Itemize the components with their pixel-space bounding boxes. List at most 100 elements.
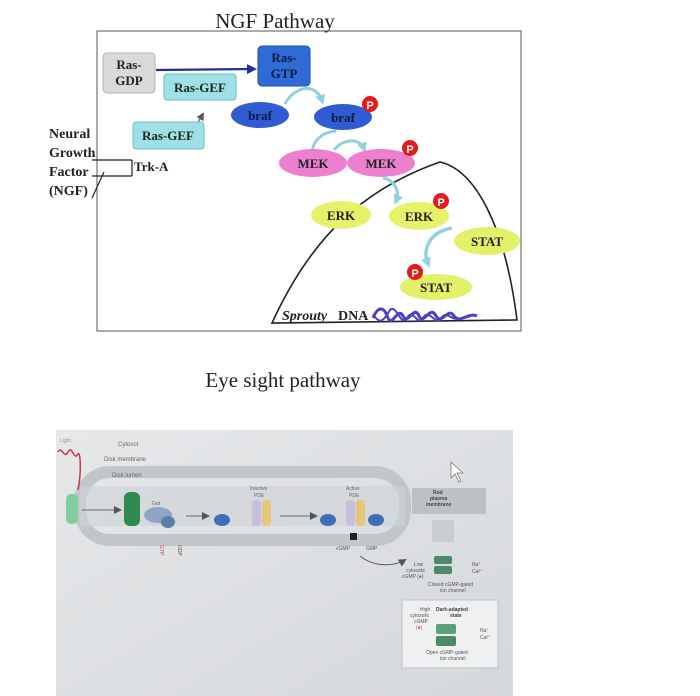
active-pde-icon-1 — [346, 500, 355, 526]
gat-gtp-icon — [214, 514, 230, 526]
braf-phospho-badge: P — [366, 100, 373, 112]
ras-gtp-node: Ras- GTP — [257, 45, 311, 87]
mek-p-node: MEK P — [347, 140, 418, 177]
cgmp-label: cGMP — [336, 546, 351, 552]
ras-gdp-line-2: GDP — [115, 73, 143, 88]
dna-helix-strand-2 — [372, 307, 459, 322]
inactive-pde-line-2: PDE — [254, 493, 265, 499]
gat-label: Gαt — [152, 501, 161, 507]
cytosol-label: Cytosol — [118, 442, 138, 448]
braf-p-node: braf P — [314, 96, 378, 130]
mek-to-erk-arrow — [382, 176, 404, 205]
gtp-label: GTP — [158, 545, 164, 556]
mek-label: MEK — [297, 156, 329, 171]
open-channel-line-2: ion channel — [440, 656, 466, 662]
eye-pathway-photo: Cytosol Disk membrane Disk lumen Light G… — [56, 430, 513, 696]
cgmp-marker-icon — [350, 533, 357, 540]
na-label-2: Na⁺ — [480, 628, 489, 634]
rod-membrane-band — [412, 488, 486, 514]
active-pde-icon-2 — [356, 500, 365, 526]
ca-label-2: Ca²⁺ — [480, 635, 491, 641]
open-channel-line-1: Open cGMP-gated — [426, 650, 468, 656]
braf-p-label: braf — [331, 110, 356, 125]
stat-p-label: STAT — [420, 280, 452, 295]
sprouty-dna: Sprouty DNA — [282, 307, 478, 324]
ras-activation-arrow — [155, 64, 257, 75]
eye-title: Eye sight pathway — [205, 368, 361, 392]
ngf-pathway-diagram: NGF Pathway Neural Growth Factor (NGF) T… — [49, 9, 522, 332]
closed-channel-icon-top — [434, 556, 452, 564]
rod-membrane-line-1: Rod — [433, 490, 443, 496]
high-cgmp-line-4: (●) — [416, 625, 423, 631]
ca-label-1: Ca²⁺ — [472, 569, 483, 575]
trka-receptor — [91, 159, 133, 199]
light-label: Light — [60, 438, 71, 444]
trka-label: Trk-A — [134, 159, 169, 174]
arrow-4 — [359, 555, 407, 567]
na-label-1: Na⁺ — [472, 562, 481, 568]
channel-column-top — [432, 520, 454, 542]
stat-label: STAT — [471, 234, 503, 249]
ras-gef-bottom-node: Ras-GEF — [132, 121, 205, 150]
rod-membrane-line-3: membrane — [426, 502, 452, 508]
closed-channel-icon-bottom — [434, 566, 452, 574]
low-cgmp-line-2: cytosolic — [406, 568, 426, 574]
ras-gef-top-node: Ras-GEF — [163, 73, 237, 101]
dna-label: DNA — [338, 309, 369, 324]
rod-membrane-line-2: plasma — [430, 496, 447, 502]
ngf-title: NGF Pathway — [215, 9, 335, 33]
ngf-label-line-3: Factor — [49, 165, 89, 180]
disk-membrane-label: Disk membrane — [104, 457, 147, 463]
stat-node: STAT — [454, 227, 520, 255]
gat-gtp-icon-2 — [320, 514, 336, 526]
ras-gdp-line-1: Ras- — [116, 57, 141, 72]
high-cgmp-line-1: High — [420, 607, 431, 613]
open-channel-icon-top — [436, 624, 456, 634]
mek-p-label: MEK — [365, 156, 397, 171]
gmp-label: GMP — [366, 546, 378, 552]
erk-node: ERK — [311, 201, 371, 229]
erk-p-label: ERK — [405, 209, 434, 224]
low-cgmp-line-3: cGMP (●) — [402, 574, 424, 580]
mek-phospho-badge: P — [406, 144, 413, 156]
stat-phospho-badge: P — [411, 268, 418, 280]
sprouty-gene-label: Sprouty — [282, 309, 328, 324]
braf-node: braf — [231, 102, 289, 128]
rhodopsin-icon — [66, 494, 78, 524]
erk-to-stat-arrow — [421, 226, 453, 268]
inactive-pde-icon-1 — [252, 500, 261, 526]
transducin-subunit-icon — [161, 516, 175, 528]
ngf-label-line-1: Neural — [49, 127, 90, 142]
ngf-label-line-4: (NGF) — [49, 184, 88, 199]
light-wave-icon — [57, 449, 82, 491]
high-cgmp-line-2: cytosolic — [410, 613, 430, 619]
cursor-icon — [450, 461, 465, 483]
erk-label: ERK — [327, 208, 356, 223]
ngf-label-line-2: Growth — [49, 146, 96, 161]
high-cgmp-line-3: cGMP — [414, 619, 429, 625]
ngf-ligand-label: Neural Growth Factor (NGF) — [49, 127, 96, 199]
ras-gdp-node: Ras- GDP — [102, 52, 156, 94]
active-pde-line-2: PDE — [349, 493, 360, 499]
ngf-frame — [96, 30, 522, 332]
braf-label: braf — [248, 108, 273, 123]
gat-gtp-icon-3 — [368, 514, 384, 526]
activated-rhodopsin-icon — [124, 492, 140, 526]
braf-phosphorylation-arrow — [283, 87, 325, 105]
inactive-pde-line-1: Inactive — [250, 486, 267, 492]
closed-channel-line-1: Closed cGMP-gated — [428, 582, 473, 588]
ras-gef-bottom-label: Ras-GEF — [142, 128, 194, 143]
ras-gtp-line-2: GTP — [271, 66, 298, 81]
mek-phosphorylation-arrow — [332, 139, 367, 153]
gdp-label: GDP — [176, 545, 182, 557]
open-channel-icon-bottom — [436, 636, 456, 646]
disk-lumen-label: Disk lumen — [112, 473, 142, 479]
dark-adapted-line-2: state — [450, 613, 462, 619]
closed-channel-line-2: ion channel — [440, 588, 466, 594]
inactive-pde-icon-2 — [262, 500, 271, 526]
active-pde-line-1: Active — [346, 486, 360, 492]
dark-adapted-line-1: Dark-adapted — [436, 607, 468, 613]
erk-p-node: ERK P — [389, 193, 449, 230]
mek-node: MEK — [279, 149, 347, 177]
